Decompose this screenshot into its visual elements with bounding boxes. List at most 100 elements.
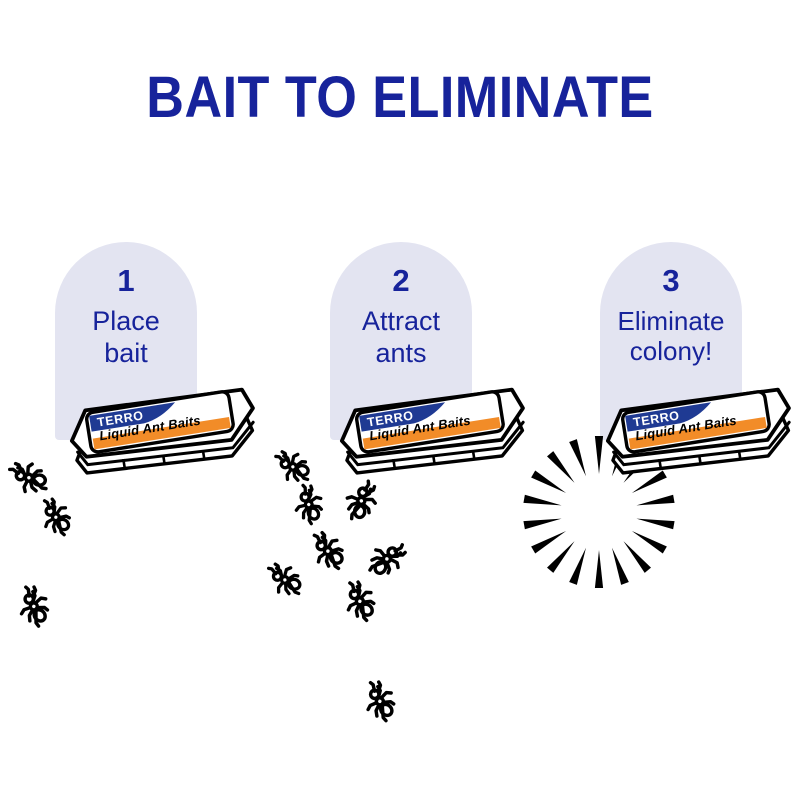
accent-stripe xyxy=(362,416,501,450)
package-tray-lip xyxy=(346,420,525,467)
ant-leg xyxy=(361,487,373,499)
ant-leg xyxy=(379,690,393,700)
ant-icon xyxy=(0,449,57,507)
ant-leg xyxy=(381,699,396,706)
ant-leg xyxy=(308,495,323,504)
burst-spike xyxy=(636,518,675,530)
ant-leg xyxy=(347,500,360,511)
ant-leg xyxy=(284,581,291,596)
ant-leg xyxy=(287,580,301,596)
ant-leg xyxy=(355,584,362,600)
ant-leg xyxy=(380,703,388,723)
ant-leg xyxy=(349,503,362,521)
ant-leg xyxy=(374,703,381,718)
ant-icon xyxy=(28,490,81,543)
burst-spike xyxy=(623,541,651,573)
burst-spike xyxy=(531,531,567,554)
ant-leg xyxy=(360,603,369,623)
burst-spike xyxy=(523,518,562,530)
ant-leg xyxy=(33,596,48,605)
ant-leg xyxy=(51,519,58,534)
ant-leg xyxy=(388,551,403,559)
package-tray-notches xyxy=(658,450,742,469)
ant-leg xyxy=(57,514,71,520)
brand-banner xyxy=(359,402,446,432)
ant-leg xyxy=(366,701,378,712)
ant-leg xyxy=(388,557,400,570)
package-tray-notches xyxy=(122,450,206,469)
ant-leg xyxy=(385,560,392,575)
package-tray-notches xyxy=(392,450,476,469)
ant-leg xyxy=(359,590,373,600)
package-tray-lip xyxy=(612,420,791,467)
ant-leg xyxy=(274,566,284,580)
page-title: BAIT TO ELIMINATE xyxy=(146,65,654,130)
brand-banner xyxy=(89,402,176,432)
ant-leg xyxy=(290,452,300,466)
ant-leg xyxy=(30,589,37,605)
ant-leg xyxy=(22,479,29,494)
ant-icon xyxy=(330,572,389,631)
ant-leg xyxy=(35,605,50,612)
ant-leg xyxy=(329,552,341,571)
burst-spike xyxy=(631,470,667,493)
ant-icon xyxy=(331,470,391,530)
ant-leg xyxy=(374,548,387,558)
ant-leg xyxy=(27,608,35,623)
burst-spike xyxy=(531,470,567,493)
ant-icon xyxy=(260,556,308,604)
ant-leg xyxy=(44,517,55,529)
ant-leg xyxy=(26,462,34,476)
burst-spike xyxy=(523,494,562,506)
ant-leg xyxy=(19,605,32,616)
ant-leg xyxy=(31,477,48,491)
ant-icon xyxy=(362,533,413,584)
ant-leg xyxy=(286,573,300,581)
ant-leg xyxy=(363,497,377,505)
ant-leg xyxy=(370,556,385,562)
burst-spike xyxy=(594,436,604,474)
ant-icon xyxy=(267,442,318,493)
ant-icon xyxy=(349,671,409,731)
ant-leg xyxy=(55,506,68,516)
ant-leg xyxy=(294,460,308,468)
ant-icon xyxy=(301,525,353,577)
ant-leg xyxy=(324,553,331,568)
package-tray-lip xyxy=(76,420,255,467)
ant-leg xyxy=(292,468,300,482)
ant-leg xyxy=(282,454,292,467)
ant-leg xyxy=(306,488,313,503)
accent-stripe xyxy=(628,416,767,450)
ant-leg xyxy=(320,535,328,550)
ant-leg xyxy=(368,560,386,572)
ant-leg xyxy=(50,501,57,516)
ant-leg xyxy=(361,502,371,515)
burst-spike xyxy=(594,550,604,588)
ant-leg xyxy=(329,547,344,553)
ant-leg xyxy=(310,504,323,511)
burst-spike xyxy=(636,494,675,506)
ant-leg xyxy=(282,566,293,579)
burst-spike xyxy=(612,547,629,585)
burst-spike xyxy=(631,531,667,554)
ant-leg xyxy=(295,467,310,482)
ant-leg xyxy=(345,495,360,502)
ant-leg xyxy=(346,601,359,612)
brand-banner xyxy=(625,402,712,432)
ant-leg xyxy=(56,518,66,537)
ant-leg xyxy=(316,551,327,564)
ant-leg xyxy=(30,469,43,478)
ant-leg xyxy=(276,581,285,594)
ant-leg xyxy=(301,506,309,520)
ant-leg xyxy=(326,538,339,550)
ant-leg xyxy=(307,506,313,526)
burst-spike xyxy=(569,547,586,585)
ant-leg xyxy=(28,479,38,493)
ant-leg xyxy=(354,603,361,618)
